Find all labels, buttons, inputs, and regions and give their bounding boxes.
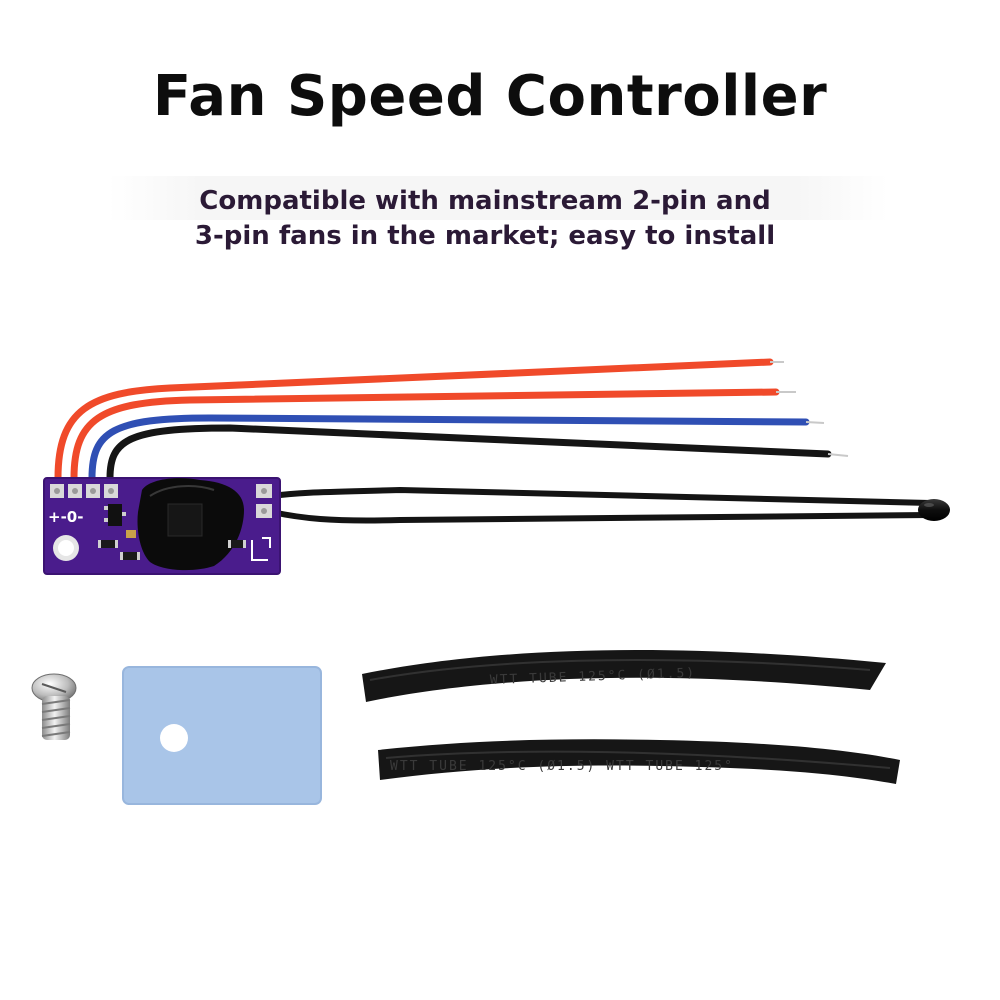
black-wire xyxy=(106,424,832,482)
tube-2-print: WTT TUBE 125°C (Ø1.5) WTT TUBE 125° xyxy=(390,759,734,774)
red-wire-2 xyxy=(70,388,780,482)
heatshrink-tube-1: WTT TUBE 125°C (Ø1.5) xyxy=(362,650,886,702)
subtitle-line-1: Compatible with mainstream 2-pin and xyxy=(199,186,771,216)
subtitle: Compatible with mainstream 2-pin and 3-p… xyxy=(0,184,970,254)
tube-1-print: WTT TUBE 125°C (Ø1.5) xyxy=(490,666,697,688)
controller-pcb: +-0- xyxy=(43,477,281,575)
wire-group xyxy=(54,358,849,482)
blue-wire xyxy=(88,414,810,482)
temperature-probe xyxy=(269,486,950,524)
pcb-pin-labels: +-0- xyxy=(48,508,83,526)
subtitle-background xyxy=(108,176,888,220)
screw xyxy=(31,673,77,740)
page-title: Fan Speed Controller xyxy=(152,64,828,129)
subtitle-line-2: 3-pin fans in the market; easy to instal… xyxy=(194,221,776,251)
thermal-pad xyxy=(122,666,322,805)
red-wire-1 xyxy=(54,358,774,482)
heatshrink-tube-2: WTT TUBE 125°C (Ø1.5) WTT TUBE 125° xyxy=(378,739,900,784)
